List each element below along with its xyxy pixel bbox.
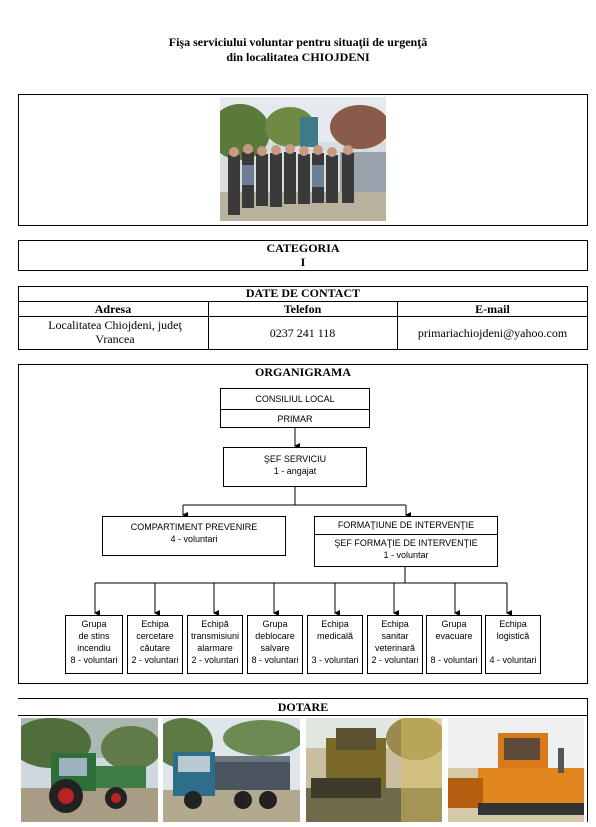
team-line: Echipă [201,619,229,629]
service-chief-box: ŞEF SERVICIU 1 - angajat [223,447,367,487]
organigram-section [18,364,588,684]
team-line: Grupa [262,619,288,629]
team-line: de stins [78,631,110,641]
team-box: Echipa logistică 4 - voluntari [485,615,541,674]
team-box: Grupa deblocare salvare 8 - voluntari [247,615,303,674]
category-value: I [300,255,306,269]
contact-table [18,286,588,350]
team-line: Echipa [499,619,527,629]
contact-divider [18,316,588,317]
team-line: Echipa [321,619,349,629]
team-line: incendiu [77,643,111,653]
team-line: logistică [496,631,530,641]
team-box: Echipa medicală 3 - voluntari [307,615,363,674]
team-line: cercetare [136,631,174,641]
team-line: veterinară [374,643,416,653]
column-header-email: E-mail [475,302,510,316]
service-chief-staff: 1 - angajat [273,466,317,476]
team-line: Echipa [141,619,169,629]
prevention-box: COMPARTIMENT PREVENIRE 4 - voluntari [102,516,286,556]
equipment-header: DOTARE [277,700,329,714]
team-count: 4 - voluntari [489,655,537,665]
council-mayor-box: CONSILIUL LOCAL PRIMAR [220,388,370,428]
team-line: alarmare [197,643,233,653]
contact-column-divider [397,301,398,350]
team-line: evacuare [435,631,473,641]
organigram-header: ORGANIGRAMA [255,365,351,379]
equipment-header-rule [18,715,588,716]
group-photo-section [18,94,588,226]
contact-divider [18,301,588,302]
volunteer-group-photo [220,97,386,221]
prevention-label: COMPARTIMENT PREVENIRE [130,522,258,532]
team-line: Echipa [381,619,409,629]
equipment-right-rule [587,698,588,822]
equipment-top-rule [18,698,588,699]
contact-header: DATE DE CONTACT [245,286,361,300]
contact-email[interactable]: primariachiojdeni@yahoo.com [417,326,568,340]
intervention-chief-label: ŞEF FORMAŢIE DE INTERVENŢIE [334,538,478,548]
service-chief-label: ŞEF SERVICIU [263,454,327,464]
team-count: 8 - voluntari [430,655,478,665]
team-box: Echipa cercetare căutare 2 - voluntari [127,615,183,674]
team-line: deblocare [255,631,295,641]
team-line: transmisiuni [190,631,239,641]
team-line-empty [486,642,540,654]
category-header: CATEGORIA [266,241,340,255]
document-title-line1: Fişa serviciului voluntar pentru situaţi… [168,35,428,49]
dump-truck-photo [163,718,300,822]
team-line-empty [427,642,481,654]
team-box: Echipă transmisiuni alarmare 2 - volunta… [187,615,243,674]
team-count: 2 - voluntari [371,655,419,665]
bulldozer-photo [448,718,584,822]
team-count: 2 - voluntari [191,655,239,665]
team-line: căutare [139,643,171,653]
team-line: sanitar [381,631,409,641]
team-count: 2 - voluntari [131,655,179,665]
contact-phone: 0237 241 118 [269,326,336,340]
team-box: Grupa evacuare 8 - voluntari [426,615,482,674]
team-count: 8 - voluntari [251,655,299,665]
team-line-empty [308,642,362,654]
prevention-staff: 4 - voluntari [170,534,218,544]
team-count: 3 - voluntari [311,655,359,665]
tractor-photo [21,718,158,822]
intervention-label: FORMAŢIUNE DE INTERVENŢIE [315,517,497,535]
intervention-chief-staff: 1 - voluntar [383,550,429,560]
mayor-label: PRIMAR [277,414,313,424]
council-label: CONSILIUL LOCAL [221,389,369,410]
contact-address: Localitatea Chiojdeni, judeţ Vrancea [48,318,182,346]
team-line: Grupa [81,619,107,629]
intervention-box: FORMAŢIUNE DE INTERVENŢIE ŞEF FORMAŢIE D… [314,516,498,567]
team-box: Echipa sanitar veterinară 2 - voluntari [367,615,423,674]
category-section [18,240,588,271]
column-header-phone: Telefon [283,302,322,316]
document-title-line2: din localitatea CHIOJDENI [226,50,370,64]
team-box: Grupa de stins incendiu 8 - voluntari [65,615,123,674]
team-line: medicală [316,631,354,641]
team-count: 8 - voluntari [70,655,118,665]
loader-photo [306,718,442,822]
team-line: salvare [260,643,290,653]
contact-column-divider [208,301,209,350]
team-line: Grupa [441,619,467,629]
column-header-address: Adresa [94,302,132,316]
